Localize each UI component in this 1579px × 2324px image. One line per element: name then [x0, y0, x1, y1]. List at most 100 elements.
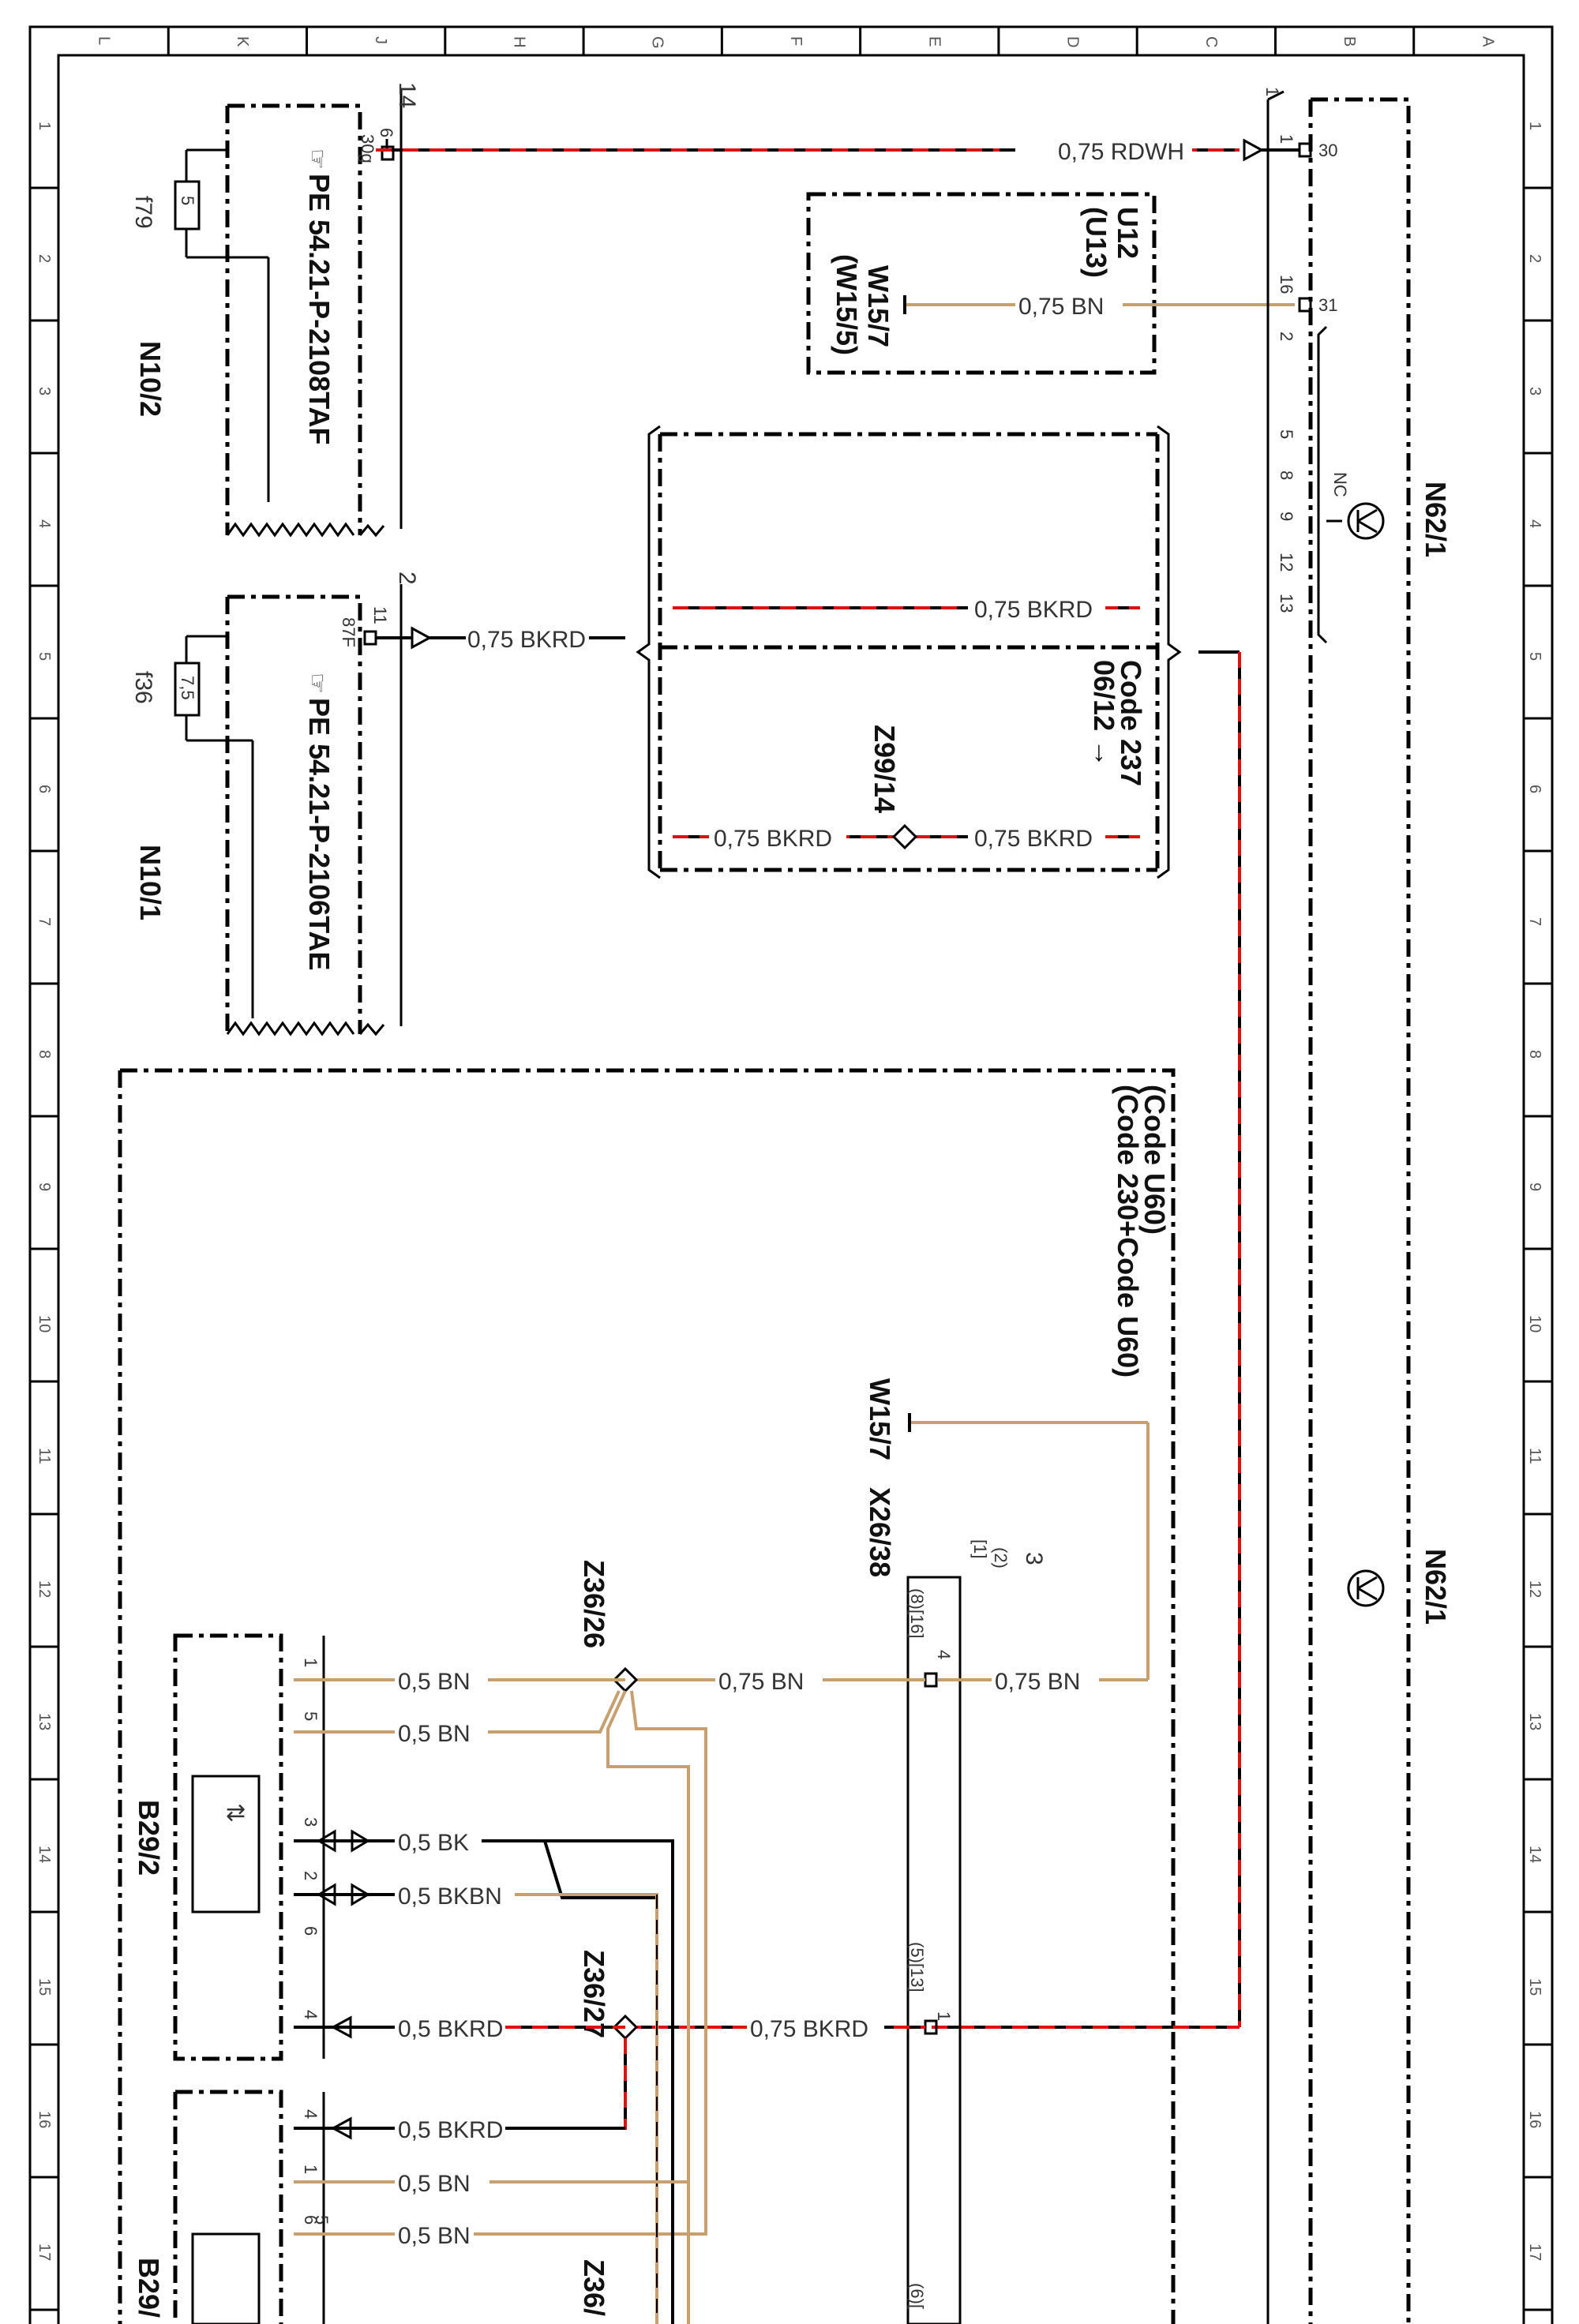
- border-row-label: 9: [36, 1183, 53, 1191]
- x26-pin-1b: 1: [934, 2011, 954, 2021]
- wire-05-bn-5-label: 0,5 BN: [398, 1721, 471, 1747]
- n10-2-ref-label: PE 54.21-P-2108TAF: [303, 174, 336, 445]
- wire-05-bk[interactable]: 0,5 BK: [398, 1830, 674, 2324]
- n10-2-module[interactable]: 30g 6 14 5 f79 PE 54.21-P-2108TAF ☞ N10/…: [130, 82, 420, 538]
- n62-pin-8: 8: [1277, 470, 1296, 480]
- splice-z36-27[interactable]: Z36/27 Z36/: [505, 1950, 639, 2316]
- wire-bn-top-label: 0,75 BN: [1018, 294, 1104, 320]
- x26-pin-8-16: (8)[16]: [907, 1588, 927, 1639]
- sensor-switch-icon: [191, 2232, 261, 2324]
- u13-label: (U13): [1080, 207, 1112, 278]
- border-row-label: 11: [36, 1448, 53, 1464]
- doc-ref-icon: ☞: [304, 673, 330, 694]
- border-row-label: 11: [1526, 1448, 1543, 1464]
- splice-z36-26[interactable]: Z36/26: [474, 1560, 707, 2324]
- border-column-label: L: [96, 36, 113, 45]
- code-237-region[interactable]: Code 237 06/12 → 0,75 BKRD 0,75 BKRD 0,7…: [636, 425, 1182, 879]
- n10-1-module[interactable]: 87F 11 2 7,5 f36 PE 54.21-P-2106TAE ☞ N1…: [130, 572, 420, 1036]
- border-row-label: 7: [36, 917, 53, 926]
- b29-x-pin-1: 1: [301, 2165, 321, 2174]
- w15-7-label: W15/7: [862, 265, 895, 347]
- wire-bkrd-vertical[interactable]: [932, 650, 1241, 2029]
- b29-2-pin-5: 5: [301, 1711, 321, 1721]
- border-column-label: E: [925, 36, 943, 47]
- n10-2-id-label: N10/2: [134, 341, 167, 417]
- border-row-label: 12: [1526, 1580, 1543, 1598]
- wire-05-bk-label: 0,5 BK: [398, 1830, 469, 1856]
- border-row-label: 13: [1526, 1713, 1543, 1730]
- wire-05-bn-1-label: 0,5 BN: [398, 1669, 471, 1695]
- border-row-label: 14: [36, 1846, 53, 1863]
- fuse-f36-rating: 7,5: [178, 676, 197, 700]
- n62-pin-2: 2: [1277, 332, 1296, 341]
- wire-05-bn-b1-label: 0,5 BN: [398, 2171, 471, 2197]
- term-30-label: 30: [1318, 141, 1337, 160]
- border-row-label: 9: [1526, 1183, 1543, 1191]
- u12-label: U12: [1112, 207, 1144, 259]
- wire-rdwh-label: 0,75 RDWH: [1058, 139, 1184, 165]
- border-column-label: C: [1202, 36, 1220, 47]
- wire-05-bkbn-label: 0,5 BKBN: [398, 1884, 502, 1910]
- border-row-label: 17: [36, 2243, 53, 2261]
- w15-box[interactable]: U12 (U13) W15/7 (W15/5) 0,75 BN: [806, 192, 1295, 375]
- wire-rdwh[interactable]: 0,75 RDWH: [376, 133, 1300, 165]
- border-column-label: D: [1064, 36, 1082, 47]
- x26-pin-2: (2): [991, 1547, 1011, 1569]
- n62-pin-5: 5: [1277, 429, 1296, 439]
- border-row-label: 15: [1526, 1978, 1543, 1996]
- b29-x-pin-4: 4: [301, 2109, 321, 2119]
- x26-pin-1: [1]: [970, 1539, 990, 1558]
- b29-2-pin-4: 4: [301, 2010, 321, 2019]
- w15-5-label: (W15/5): [831, 254, 863, 355]
- border-row-label: 3: [36, 387, 53, 395]
- fuse-f79: [174, 180, 201, 231]
- code-u60-region[interactable]: (Code U60) (Code 230+Code U60): [118, 1068, 1176, 2324]
- border-row-label: 16: [36, 2111, 53, 2128]
- border-row-label: 1: [1526, 122, 1543, 130]
- border-column-label: H: [510, 36, 527, 47]
- z36-27-label: Z36/27: [578, 1950, 610, 2038]
- b29-x-sensor[interactable]: B29/ 4 1 6 5 0,5 BKRD 0,5 BN 0,5 BN: [133, 2090, 688, 2324]
- wire-bn-x26-left-label: 0,75 BN: [718, 1669, 804, 1695]
- x26-pin-6: (6)[: [907, 2283, 927, 2309]
- n62-pin-9: 9: [1277, 512, 1296, 521]
- x26-pin-4: 4: [934, 1650, 954, 1659]
- border-row-label: 5: [1526, 652, 1543, 661]
- wire-bkrd-upper-label: 0,75 BKRD: [974, 597, 1093, 623]
- border-row-label: 3: [1526, 387, 1543, 395]
- n10-1-ref-label: PE 54.21-P-2106TAE: [303, 698, 336, 971]
- b29-2-pin-3: 3: [301, 1817, 321, 1827]
- transistor-icon: [1347, 502, 1385, 540]
- border-row-label: 12: [36, 1580, 53, 1598]
- n10-2-pin-index: 14: [394, 82, 420, 108]
- border-row-label: 6: [36, 785, 53, 793]
- border-column-label: F: [787, 36, 805, 46]
- n10-1-term-label: 87F: [339, 617, 358, 647]
- border-row-label: 5: [36, 652, 53, 661]
- b29-2-label: B29/2: [133, 1800, 165, 1876]
- fuse-f36-label: f36: [130, 671, 156, 704]
- doc-ref-icon: ☞: [304, 148, 330, 170]
- n62-1-top-label: N62/1: [1420, 482, 1452, 557]
- border-row-label: 13: [36, 1713, 53, 1730]
- n62-1-top-module[interactable]: 1 30 31 1 16 2 5 8 9 12 13 NC N62/1 N62/…: [1262, 87, 1452, 2324]
- border-row-label: 7: [1526, 917, 1543, 926]
- border-column-label: K: [234, 36, 251, 47]
- b29-2-sensor[interactable]: ⇄ B29/2 1 5 3 2 6 4 0,5 BN 0,5 BN 0,5 BK…: [133, 1633, 625, 2061]
- x26-38-connector[interactable]: W15/7 X26/38 (2) [1] 3 (8)[16] 4 (5)[13]…: [625, 1378, 1150, 2324]
- border-row-label: 8: [36, 1050, 53, 1059]
- border-row-label: 10: [36, 1315, 53, 1333]
- wire-bkrd-n10[interactable]: 0,75 BKRD: [376, 626, 625, 653]
- wire-bkrd-low-left-label: 0,75 BKRD: [714, 826, 832, 852]
- wire-bkrd-low-right-label: 0,75 BKRD: [974, 826, 1093, 852]
- transistor-icon: [1347, 1569, 1385, 1607]
- border-row-label: 6: [1526, 785, 1543, 793]
- n10-1-id-label: N10/1: [134, 845, 167, 920]
- wire-05-bkrd-4-label: 0,5 BKRD: [398, 2016, 503, 2042]
- wire-05-bkbn[interactable]: 0,5 BKBN: [398, 1884, 658, 2324]
- n62-pin-13: 13: [1277, 594, 1296, 613]
- n10-1-pin-label: 11: [370, 606, 390, 624]
- border-row-label: 8: [1526, 1050, 1543, 1059]
- wire-bkrd-n10-label: 0,75 BKRD: [467, 627, 586, 653]
